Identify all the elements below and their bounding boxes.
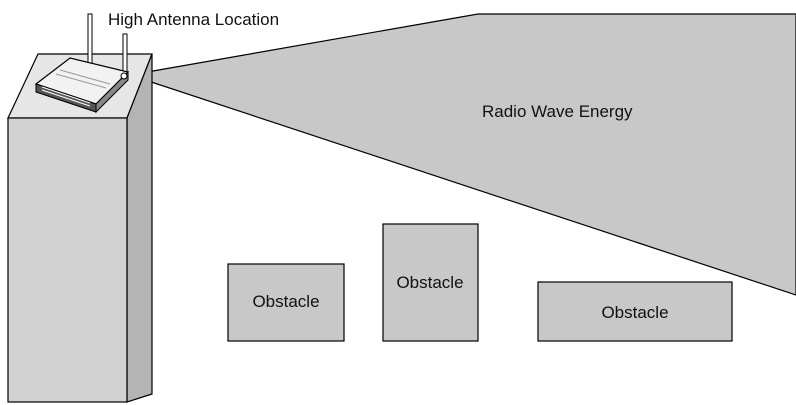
obstacle-label: Obstacle (252, 292, 319, 311)
obstacle-label: Obstacle (601, 303, 668, 322)
obstacle-3: Obstacle (537, 281, 733, 342)
radio-wave-label: Radio Wave Energy (482, 102, 633, 121)
tower-front (7, 117, 128, 403)
obstacle-2: Obstacle (382, 223, 479, 342)
obstacle-1: Obstacle (227, 263, 345, 342)
radio-wave-beam (129, 13, 796, 296)
wireless-router-icon (34, 13, 130, 114)
antenna-location-label: High Antenna Location (108, 10, 279, 29)
obstacle-label: Obstacle (396, 273, 463, 292)
